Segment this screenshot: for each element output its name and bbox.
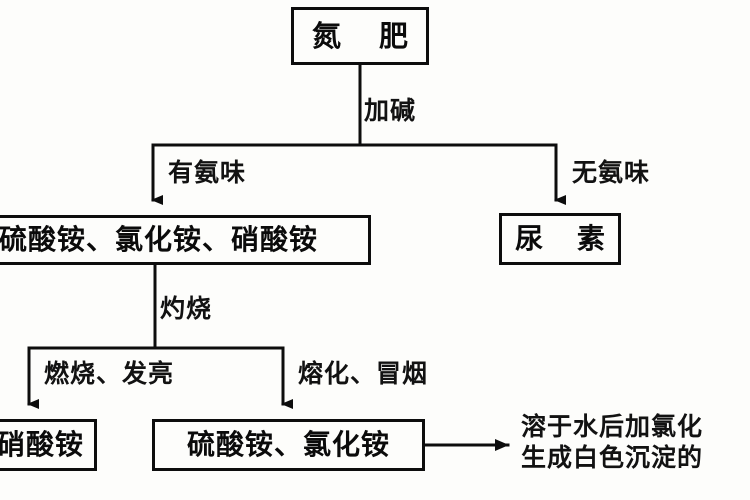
edge-label-add-alkali: 加碱: [364, 96, 417, 125]
node-ammonium-salts-group-label: 硫酸铵、氯化铵、硝酸铵: [0, 223, 319, 256]
node-nitrogen-fertilizer-label: 氮 肥: [311, 18, 423, 53]
node-ammonium-nitrate-label: 硝酸铵: [0, 428, 85, 461]
annotation-white-precipitate: 溶于水后加氯化 生成白色沉淀的: [521, 412, 703, 473]
node-sulfate-chloride[interactable]: 硫酸铵、氯化铵: [152, 419, 425, 471]
edge-label-ignite: 灼烧: [160, 294, 213, 323]
node-urea[interactable]: 尿 素: [499, 213, 621, 265]
node-nitrogen-fertilizer[interactable]: 氮 肥: [291, 7, 429, 65]
node-sulfate-chloride-label: 硫酸铵、氯化铵: [186, 428, 390, 461]
node-ammonium-nitrate[interactable]: 硝酸铵: [0, 419, 97, 471]
edge-label-melts-and-smokes: 熔化、冒烟: [298, 359, 429, 388]
annotation-white-precipitate-line1: 溶于水后加氯化: [521, 412, 704, 441]
node-ammonium-salts-group[interactable]: 硫酸铵、氯化铵、硝酸铵: [0, 215, 371, 265]
edge-label-no-ammonia-smell: 无氨味: [572, 158, 651, 187]
edge-label-has-ammonia-smell: 有氨味: [168, 158, 247, 187]
annotation-white-precipitate-line2: 生成白色沉淀的: [521, 442, 704, 472]
node-urea-label: 尿 素: [515, 222, 617, 255]
edge-label-burns-and-glows: 燃烧、发亮: [44, 359, 175, 388]
